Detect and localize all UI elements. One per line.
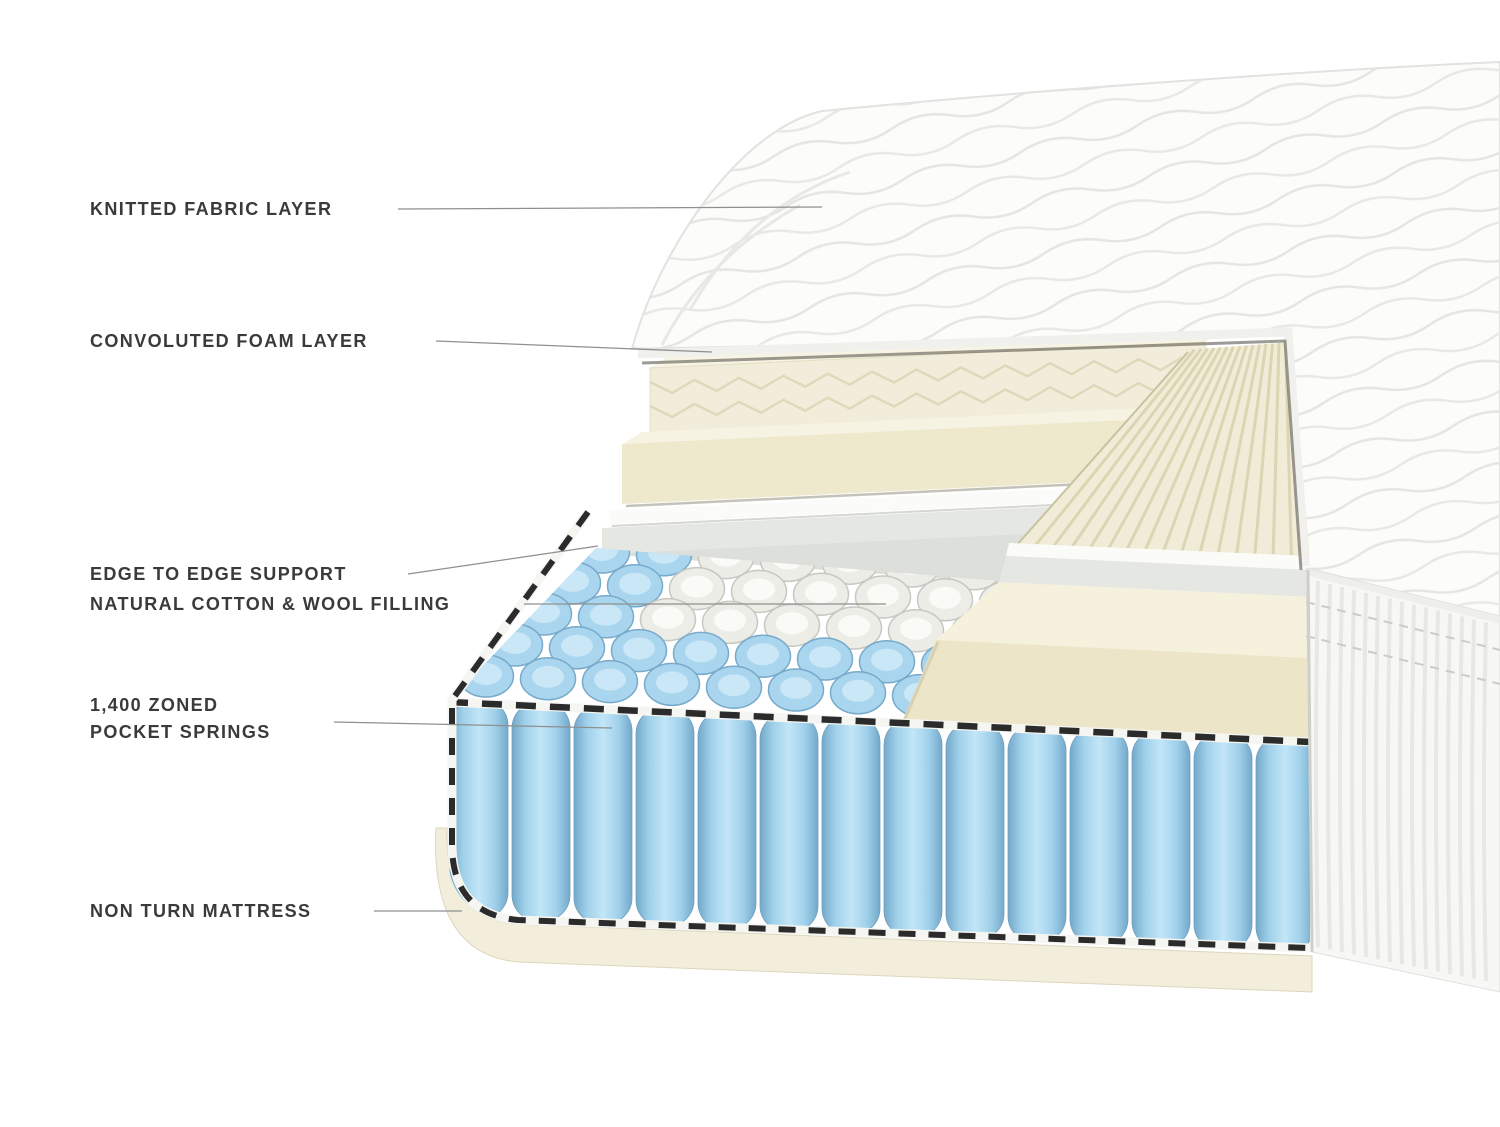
label-text: NATURAL COTTON & WOOL FILLING [90, 594, 451, 614]
label-edge-to-edge-support: EDGE TO EDGE SUPPORT [90, 561, 347, 588]
leader-lines [333, 206, 886, 912]
convoluted-foam-right-arm [1014, 342, 1310, 562]
label-text: NON TURN MATTRESS [90, 901, 312, 921]
support-foam-band [622, 406, 1190, 508]
pocket-springs-front [449, 702, 1310, 950]
label-text: EDGE TO EDGE SUPPORT [90, 564, 347, 584]
label-natural-cotton-wool-filling: NATURAL COTTON & WOOL FILLING [90, 591, 450, 618]
leader-knitted-fabric-layer [397, 206, 823, 210]
leader-edge-to-edge-support [407, 545, 599, 575]
label-convoluted-foam-layer: CONVOLUTED FOAM LAYER [90, 328, 368, 355]
cotton-wool-slab [902, 543, 1310, 741]
fabric-cut-edge [637, 327, 1310, 571]
label-text: KNITTED FABRIC LAYER [90, 199, 333, 219]
label-text: 1,400 ZONED [90, 695, 219, 715]
leader-convoluted-foam-layer [435, 340, 713, 353]
label-text: CONVOLUTED FOAM LAYER [90, 331, 368, 351]
label-text: POCKET SPRINGS [90, 722, 271, 742]
label-zoned-pocket-springs: 1,400 ZONED POCKET SPRINGS [90, 692, 271, 746]
edge-tape [447, 509, 1311, 953]
egg-crate-texture [650, 355, 1205, 419]
leader-zoned-pocket-springs [333, 721, 613, 729]
quilted-border-panel [1305, 567, 1500, 993]
label-knitted-fabric-layer: KNITTED FABRIC LAYER [90, 196, 332, 223]
label-non-turn-mattress: NON TURN MATTRESS [90, 898, 311, 925]
